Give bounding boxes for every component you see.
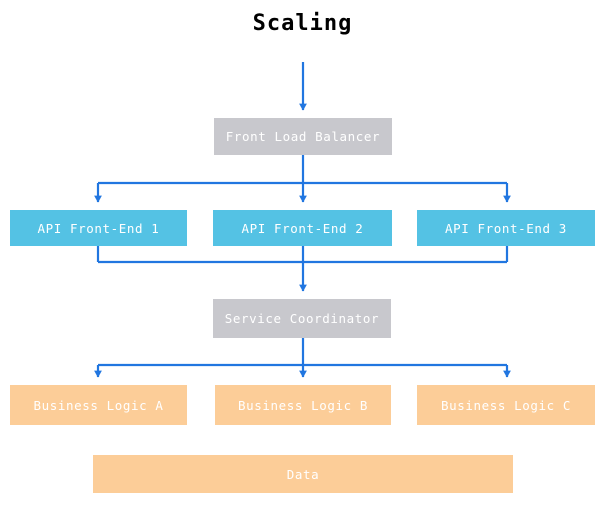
node-data[interactable]: Data — [93, 455, 513, 493]
node-api-front-end-1[interactable]: API Front-End 1 — [10, 210, 187, 246]
node-business-logic-a[interactable]: Business Logic A — [10, 385, 187, 425]
node-front-load-balancer[interactable]: Front Load Balancer — [214, 118, 392, 155]
node-service-coordinator[interactable]: Service Coordinator — [213, 299, 391, 338]
node-business-logic-b[interactable]: Business Logic B — [215, 385, 391, 425]
diagram-title: Scaling — [252, 11, 353, 36]
node-business-logic-c[interactable]: Business Logic C — [417, 385, 595, 425]
node-api-front-end-3[interactable]: API Front-End 3 — [417, 210, 595, 246]
node-api-front-end-2[interactable]: API Front-End 2 — [213, 210, 392, 246]
